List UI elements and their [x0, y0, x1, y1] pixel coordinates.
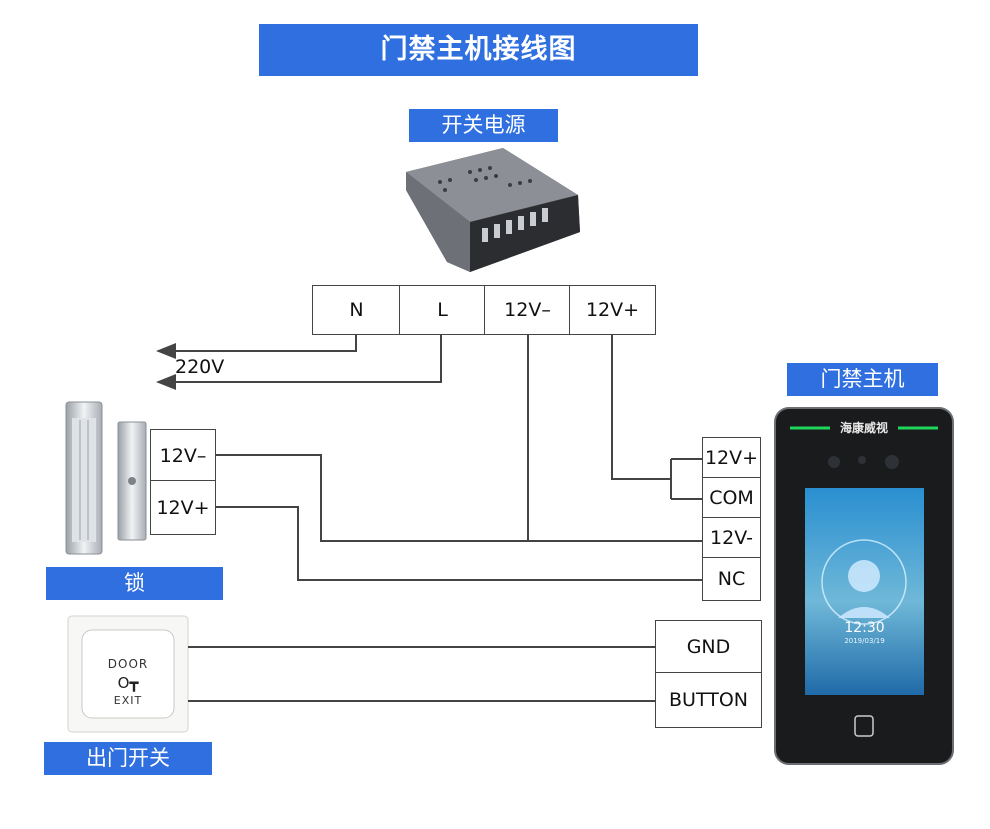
ps-terminal-n: N: [312, 285, 401, 335]
ctrl-terminal-12v-minus: 12V-: [702, 517, 761, 559]
exit-plate-exit-text: EXIT: [113, 694, 143, 707]
exit-switch-label: 出门开关: [44, 742, 212, 775]
lock-label: 锁: [46, 567, 223, 600]
power-supply-device: [406, 148, 580, 272]
diagram-title: 门禁主机接线图: [259, 24, 698, 76]
controller-clock-time: 12:30: [844, 620, 885, 636]
ctrl-terminal-12v-plus: 12V+: [702, 437, 761, 479]
controller-brand-text: 海康威视: [839, 421, 888, 435]
key-icon: O┳: [117, 674, 139, 692]
power-supply-label: 开关电源: [409, 109, 558, 142]
ctrl-terminal-button: BUTTON: [655, 672, 762, 728]
ps-terminal-12v-plus: 12V+: [569, 285, 656, 335]
ps-terminal-12v-minus: 12V–: [484, 285, 571, 335]
lock-terminal-12v-minus: 12V–: [150, 429, 216, 482]
ctrl-terminal-gnd: GND: [655, 620, 762, 674]
controller-clock-date: 2019/03/19: [844, 637, 885, 645]
ctrl-terminal-nc: NC: [702, 557, 761, 601]
ctrl-terminal-com: COM: [702, 477, 761, 519]
lock-terminal-12v-plus: 12V+: [150, 480, 216, 535]
ps-terminal-l: L: [399, 285, 486, 335]
exit-plate-door-text: DOOR: [107, 657, 149, 671]
ac-220v-label: 220V: [175, 356, 225, 378]
exit-switch-device: [67, 615, 189, 733]
wires: [156, 334, 703, 702]
access-controller-device: [774, 407, 954, 765]
controller-label: 门禁主机: [787, 363, 938, 396]
magnetic-lock-device: [65, 401, 147, 555]
